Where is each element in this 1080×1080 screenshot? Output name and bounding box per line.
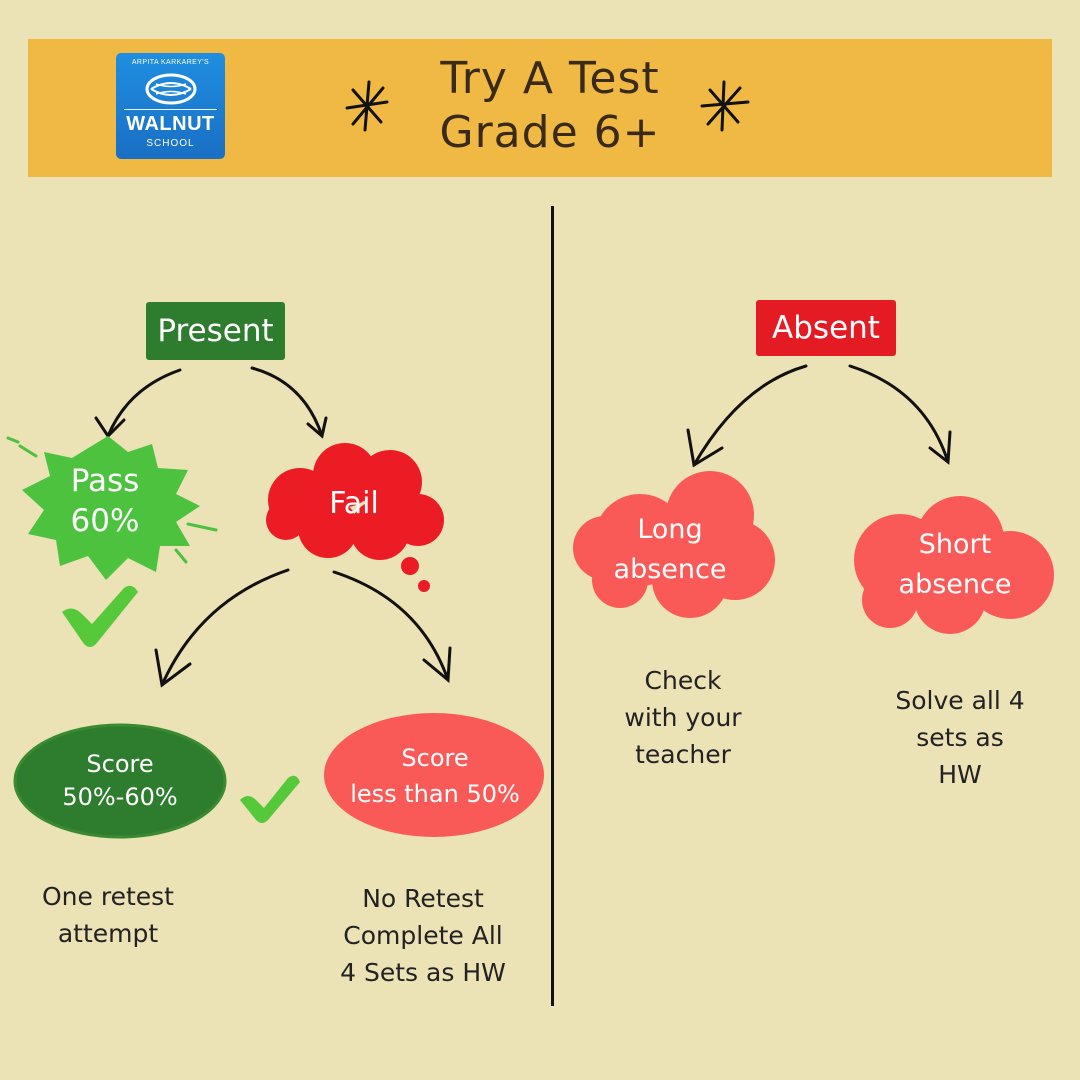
absent-label: Absent [756,300,896,356]
note-low-line-2: Complete All [343,921,503,950]
long-absence-line-2: absence [613,554,727,585]
column-divider [551,206,554,1006]
logo-tagline: ARPITA KARKAREY'S [131,59,210,66]
note-low-line-3: 4 Sets as HW [340,958,506,987]
arrow-present-pass-head [94,416,126,439]
arrow-absent-short [848,364,950,464]
score-mid-line-1: Score [86,750,154,778]
long-absence-cloud [573,471,775,618]
sparkle-icon [345,80,389,132]
arrow-fail-low-head [422,646,452,684]
score-mid-ellipse [13,723,227,839]
logo-name: WALNUT [126,113,215,135]
fail-text: Fail [329,486,379,521]
page-title: Try A Test Grade 6+ [380,52,720,160]
fail-cloud [266,443,444,560]
note-long-line-2: with your [624,703,742,732]
logo-rule [124,109,217,110]
long-absence-text: Long absence [600,510,740,590]
present-label: Present [146,302,285,360]
burst-lines [6,436,218,564]
logo-sub: SCHOOL [146,138,195,149]
long-absence-line-1: Long [637,514,703,545]
arrow-absent-long-head [686,428,724,468]
score-low-text: Score less than 50% [330,740,540,812]
pass-burst [22,436,200,580]
arrow-present-fail [250,366,324,438]
score-low-line-2: less than 50% [350,780,520,808]
note-short-line-2: sets as [916,723,1004,752]
note-mid-line-1: One retest [42,882,174,911]
sparkle-icon [700,80,750,132]
thought-dot [401,557,419,575]
title-line-1: Try A Test [440,53,660,104]
short-absence-text: Short absence [880,525,1030,605]
score-low-line-1: Score [401,744,469,772]
pass-line-2: 60% [70,503,140,539]
note-short-line-3: HW [938,760,982,789]
short-absence-cloud [854,496,1054,634]
arrow-absent-long [692,364,808,467]
check-icon [240,775,300,823]
arrow-absent-short-head [928,430,952,465]
note-check-teacher: Check with your teacher [608,662,758,773]
note-solve-sets: Solve all 4 sets as HW [880,682,1040,793]
score-mid-text: Score 50%-60% [30,748,210,814]
score-low-ellipse [324,713,544,837]
pass-line-1: Pass [70,463,140,499]
pass-text: Pass 60% [50,461,160,541]
note-mid-line-2: attempt [57,919,159,948]
score-mid-line-2: 50%-60% [62,783,178,811]
arrow-fail-mid-head [154,648,192,688]
arrow-fail-mid [160,568,290,687]
check-icon [62,585,138,647]
note-long-line-1: Check [644,666,722,695]
short-absence-line-2: absence [898,569,1012,600]
note-short-line-1: Solve all 4 [895,686,1025,715]
note-no-retest: No Retest Complete All 4 Sets as HW [318,880,528,991]
arrow-present-pass [106,368,182,438]
walnut-icon [145,73,197,105]
note-low-line-1: No Retest [362,884,484,913]
walnut-school-logo: ARPITA KARKAREY'S WALNUT SCHOOL [116,53,225,159]
thought-dot [418,580,430,592]
arrow-present-fail-head [306,416,328,439]
note-one-retest: One retest attempt [18,878,198,952]
arrow-fail-low [332,570,450,682]
title-line-2: Grade 6+ [439,107,661,158]
note-long-line-3: teacher [635,740,731,769]
short-absence-line-1: Short [918,529,992,560]
